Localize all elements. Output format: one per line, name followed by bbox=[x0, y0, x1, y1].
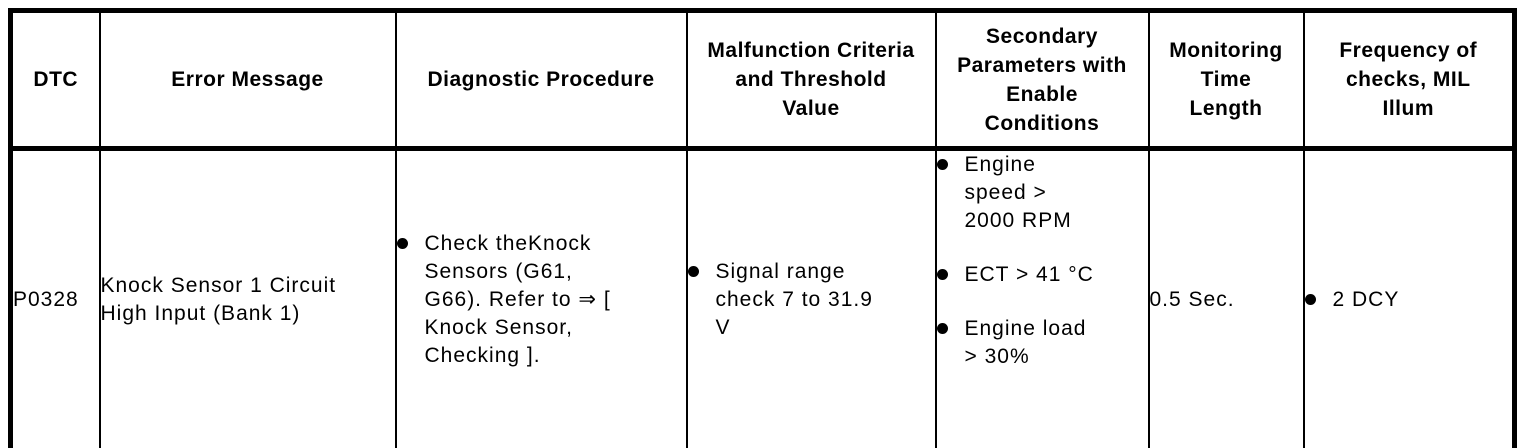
bullet-icon bbox=[937, 323, 948, 334]
column-header-diagnostic-procedure: Diagnostic Procedure bbox=[394, 9, 688, 151]
list-item: Check theKnock Sensors (G61, G66). Refer… bbox=[397, 230, 685, 370]
diagnostic-procedure-list: Check theKnock Sensors (G61, G66). Refer… bbox=[397, 230, 685, 370]
bullet-icon bbox=[937, 269, 948, 280]
column-header-frequency-checks: Frequency of checks, MIL Illum bbox=[1302, 9, 1516, 151]
list-item: Engine load > 30% bbox=[937, 315, 1147, 371]
bullet-icon bbox=[1305, 294, 1316, 305]
list-item-text: Check theKnock Sensors (G61, G66). Refer… bbox=[424, 232, 611, 367]
list-item-text: 2 DCY bbox=[1332, 288, 1400, 311]
column-header-label: DTC bbox=[33, 68, 79, 92]
cell-secondary-parameters: Engine speed > 2000 RPM ECT > 41 °C Engine… bbox=[934, 147, 1150, 448]
secondary-parameters-list: Engine speed > 2000 RPM ECT > 41 °C Engine… bbox=[937, 151, 1147, 371]
column-header-label: Diagnostic Procedure bbox=[427, 68, 655, 92]
cell-error-message: Knock Sensor 1 Circuit High Input (Bank … bbox=[98, 147, 397, 448]
column-header-dtc: DTC bbox=[9, 9, 101, 151]
dtc-code: P0328 bbox=[13, 288, 79, 311]
cell-frequency-checks: 2 DCY bbox=[1302, 147, 1516, 448]
list-item: ECT > 41 °C bbox=[937, 261, 1147, 289]
column-header-monitoring-time: Monitoring Time Length bbox=[1147, 9, 1305, 151]
column-header-malfunction-criteria: Malfunction Criteria and Threshold Value bbox=[685, 9, 937, 151]
bullet-icon bbox=[688, 266, 699, 277]
list-item-text: Engine load > 30% bbox=[964, 317, 1087, 368]
list-item: Signal range check 7 to 31.9 V bbox=[688, 258, 934, 342]
cell-monitoring-time: 0.5 Sec. bbox=[1147, 147, 1305, 448]
bullet-icon bbox=[937, 159, 948, 170]
cell-dtc: P0328 bbox=[9, 147, 101, 448]
column-header-label: Secondary Parameters with Enable Conditi… bbox=[957, 24, 1127, 135]
list-item: Engine speed > 2000 RPM bbox=[937, 151, 1147, 235]
cell-malfunction-criteria: Signal range check 7 to 31.9 V bbox=[685, 147, 937, 448]
header-row: DTC Error Message Diagnostic Procedure M… bbox=[9, 9, 1516, 151]
data-row-p0328: P0328 Knock Sensor 1 Circuit High Input … bbox=[9, 147, 1516, 448]
list-item-text: Signal range check 7 to 31.9 V bbox=[715, 260, 873, 339]
cell-diagnostic-procedure: Check theKnock Sensors (G61, G66). Refer… bbox=[394, 147, 688, 448]
column-header-secondary-parameters: Secondary Parameters with Enable Conditi… bbox=[934, 9, 1150, 151]
list-item: 2 DCY bbox=[1305, 286, 1513, 314]
bullet-icon bbox=[397, 238, 408, 249]
error-message-text: Knock Sensor 1 Circuit High Input (Bank … bbox=[100, 274, 337, 325]
column-header-label: Monitoring Time Length bbox=[1169, 39, 1283, 120]
column-header-label: Frequency of checks, MIL Illum bbox=[1339, 39, 1478, 120]
column-header-error-message: Error Message bbox=[98, 9, 397, 151]
dtc-diagnostic-table: DTC Error Message Diagnostic Procedure M… bbox=[8, 8, 1517, 448]
list-item-text: ECT > 41 °C bbox=[964, 263, 1094, 286]
column-header-label: Error Message bbox=[171, 68, 324, 92]
malfunction-criteria-list: Signal range check 7 to 31.9 V bbox=[688, 258, 934, 342]
frequency-checks-list: 2 DCY bbox=[1305, 286, 1513, 314]
monitoring-time-text: 0.5 Sec. bbox=[1149, 288, 1235, 311]
list-item-text: Engine speed > 2000 RPM bbox=[964, 153, 1072, 232]
column-header-label: Malfunction Criteria and Threshold Value bbox=[707, 39, 915, 120]
